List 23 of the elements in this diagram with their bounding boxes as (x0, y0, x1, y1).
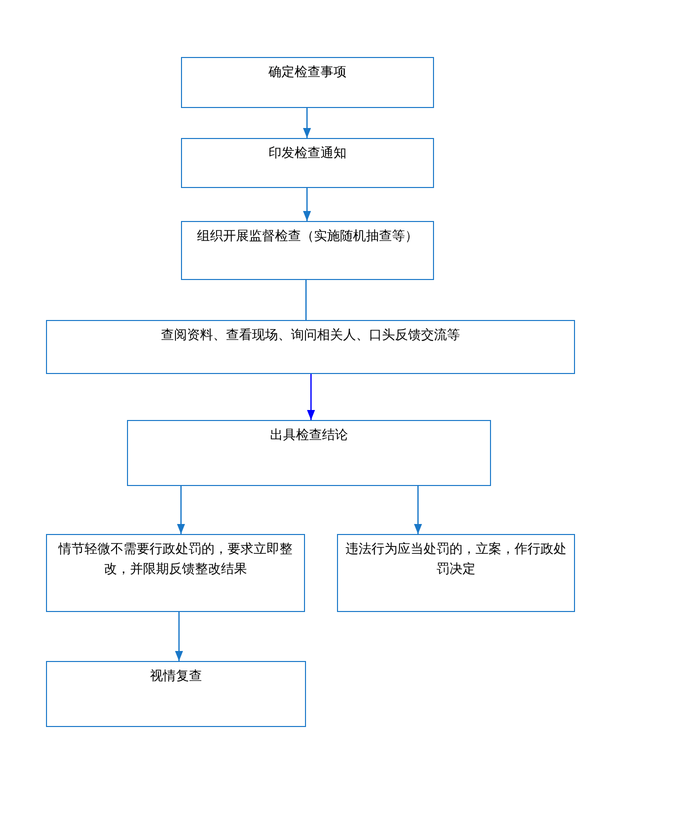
box-text: 查阅资料、查看现场、询问相关人、口头反馈交流等 (160, 327, 461, 345)
process-box (337, 534, 575, 612)
box-text: 情节轻微不需要行政处罚的，要求立即整改，并限期反馈整改结果 (57, 541, 294, 579)
process-box (127, 420, 491, 486)
process-box (181, 138, 434, 188)
box-text: 出具检查结论 (269, 427, 349, 445)
arrow (175, 612, 183, 661)
process-box (46, 661, 306, 727)
box-text: 确定检查事项 (268, 64, 348, 82)
arrow (303, 108, 311, 138)
box-text: 组织开展监督检查（实施随机抽查等） (196, 228, 419, 246)
arrow (307, 374, 315, 420)
connector-line (305, 280, 307, 320)
arrow (303, 188, 311, 221)
box-text: 视情复查 (149, 668, 203, 686)
process-box (181, 57, 434, 108)
box-text: 印发检查通知 (268, 145, 348, 163)
arrow (414, 486, 422, 534)
process-box (181, 221, 434, 280)
process-box (46, 320, 575, 374)
arrow (177, 486, 185, 534)
process-box (46, 534, 305, 612)
box-text: 违法行为应当处罚的，立案，作行政处罚决定 (344, 541, 568, 579)
